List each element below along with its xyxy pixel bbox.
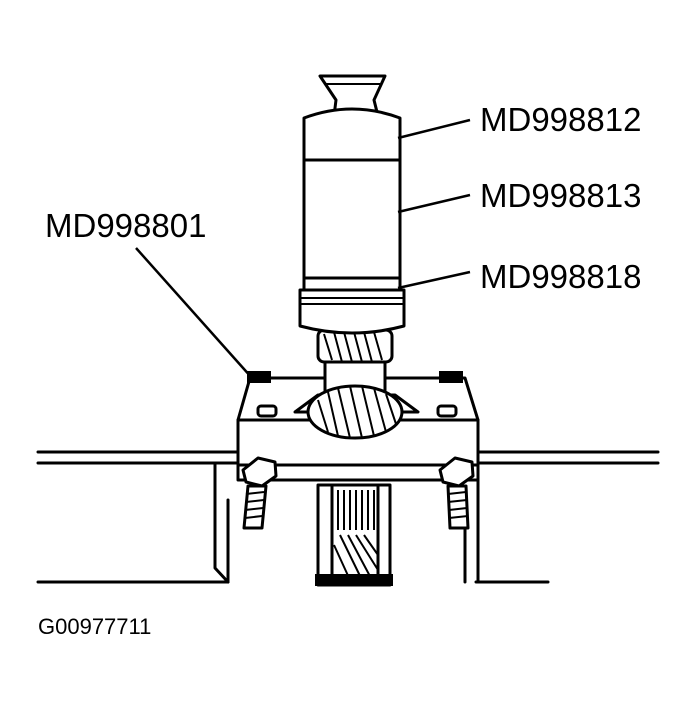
figure-id: G00977711 <box>38 614 151 639</box>
tool-stack <box>298 74 406 335</box>
upper-gear <box>316 328 394 364</box>
right-bolt <box>438 456 475 530</box>
helical-gear <box>306 358 404 440</box>
lower-shaft-gear <box>315 483 393 587</box>
leader-md998801 <box>135 247 253 379</box>
leader-md998818 <box>397 270 471 290</box>
label-md998813: MD998813 <box>480 177 641 214</box>
leader-md998813 <box>397 193 471 214</box>
label-md998812: MD998812 <box>480 101 641 138</box>
left-bolt <box>241 456 278 530</box>
label-md998801: MD998801 <box>45 207 206 244</box>
label-md998818: MD998818 <box>480 258 641 295</box>
leader-md998812 <box>397 118 471 140</box>
